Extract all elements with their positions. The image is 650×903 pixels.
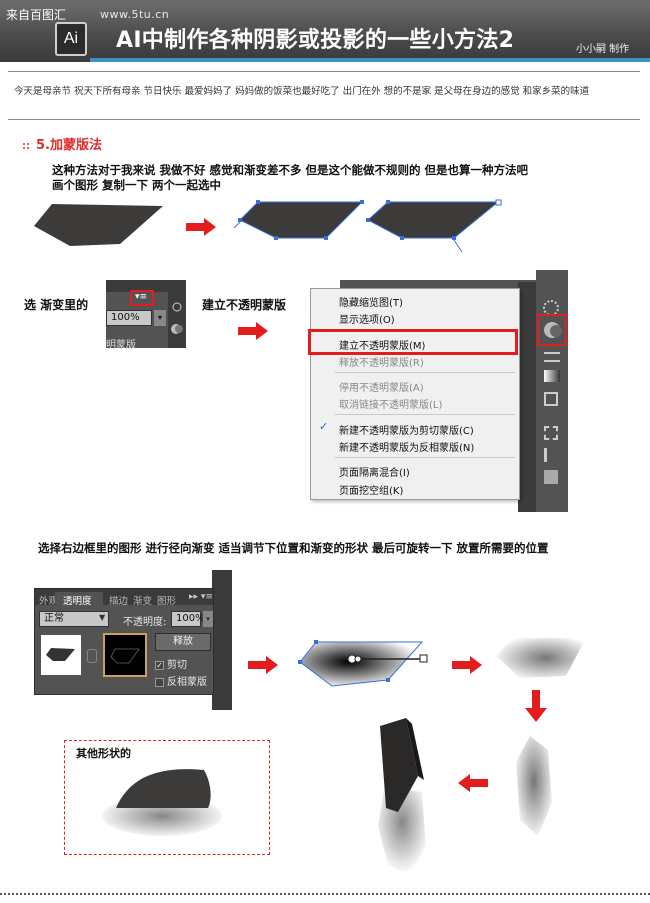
release-button[interactable]: 释放 <box>155 633 211 651</box>
tool-icon-strip <box>536 270 568 512</box>
other-shape-example <box>102 769 222 836</box>
mini-panel: ▾≡ 100% ▾ 明蒙版 <box>106 280 186 351</box>
original-shape <box>34 204 163 246</box>
watermark-text: 来自百图汇 <box>6 8 67 22</box>
menu-item-page-isolate-blending[interactable]: 页面隔离混合(I) <box>339 468 410 479</box>
ai-logo-icon: Ai <box>55 22 87 56</box>
right-arrow-icon <box>452 656 482 674</box>
radial-gradient-shape <box>298 640 428 687</box>
menu-item-new-mask-clipping[interactable]: 新建不透明蒙版为剪切蒙版(C) <box>339 426 474 437</box>
chevron-down-icon[interactable]: ▾ <box>203 611 213 627</box>
tab-graphic[interactable]: 图形 <box>157 596 177 607</box>
menu-highlight-box <box>308 329 518 355</box>
gradient-icon[interactable] <box>544 370 560 382</box>
menu-item-new-mask-inverted[interactable]: 新建不透明蒙版为反相蒙版(N) <box>339 443 475 454</box>
transparency-icon-highlight[interactable] <box>537 314 567 346</box>
other-shapes-box <box>64 740 270 855</box>
blend-mode-select[interactable]: 正常 <box>39 611 109 627</box>
mini-opacity-field[interactable]: 100% <box>106 310 152 326</box>
duplicated-shapes-selected <box>233 199 502 253</box>
tab-transparency[interactable]: 透明度 <box>63 596 92 607</box>
soft-shadow-shape <box>496 638 586 678</box>
checkbox-unchecked-icon <box>155 677 164 687</box>
menu-item-show-options[interactable]: 显示选项(O) <box>339 315 395 326</box>
checkbox-checked-icon: ✓ <box>155 660 164 670</box>
rotated-shadow-shape <box>516 736 552 836</box>
step2-label-mid: 建立不透明蒙版 <box>202 298 287 312</box>
menu-item-make-opacity-mask[interactable]: 建立不透明蒙版(M) <box>339 341 426 352</box>
divider <box>8 119 640 120</box>
layers-icon[interactable] <box>544 392 558 406</box>
menu-item-page-knockout-group[interactable]: 页面挖空组(K) <box>339 486 404 497</box>
right-arrow-icon <box>248 656 278 674</box>
divider <box>8 71 640 72</box>
site-url: www.5tu.cn <box>100 8 170 21</box>
bottom-divider <box>0 893 650 896</box>
left-arrow-icon <box>458 774 488 792</box>
step2-label-left: 选 渐变里的 <box>24 298 89 312</box>
final-shape-with-shadow <box>378 718 426 874</box>
panel-menu-button-highlight[interactable]: ▾≡ <box>130 290 154 306</box>
other-shapes-label: 其他形状的 <box>76 747 131 760</box>
pathfinder-icon[interactable] <box>544 470 558 484</box>
transform-icon[interactable] <box>544 426 558 440</box>
chevron-down-icon[interactable]: ▼ <box>99 613 106 622</box>
tab-gradient[interactable]: 渐变 <box>133 596 153 607</box>
panel-menu-icon: ▾≡ <box>135 292 148 302</box>
menu-separator <box>335 414 515 415</box>
down-arrow-icon <box>525 690 547 722</box>
transparency-icon[interactable] <box>170 322 184 336</box>
checkmark-icon: ✓ <box>319 420 329 433</box>
right-arrow-icon <box>186 218 216 236</box>
clip-label: 剪切 <box>167 660 187 671</box>
section-title: 5.加蒙版法 <box>22 134 102 153</box>
menu-separator <box>335 457 515 458</box>
tab-appearance[interactable]: 外观 <box>39 596 59 607</box>
link-icon[interactable] <box>87 649 97 663</box>
bullet-dots-icon <box>22 141 30 150</box>
mask-thumbnail[interactable] <box>103 633 147 677</box>
greeting-text: 今天是母亲节 祝天下所有母亲 节日快乐 最爱妈妈了 妈妈做的饭菜也最好吃了 出门… <box>14 86 590 97</box>
menu-separator <box>335 372 515 373</box>
section-desc-line1: 这种方法对于我来说 我做不好 感觉和渐变差不多 但是这个能做不规则的 但是也算一… <box>52 163 529 177</box>
section-desc-line2: 画个图形 复制一下 两个一起选中 <box>52 178 222 192</box>
panel-edge <box>212 570 232 710</box>
menu-item-unlink-opacity-mask[interactable]: 取消链接不透明蒙版(L) <box>339 400 443 411</box>
panel-menu-icon[interactable]: ▸▸ ▾≡ <box>189 592 213 602</box>
opacity-input[interactable]: 100% <box>171 611 205 627</box>
transparency-panel: 外观 透明度 描边 渐变 图形 ▸▸ ▾≡ 正常 ▼ 不透明度: 100% ▾ … <box>34 588 214 695</box>
panel-scrollbar[interactable] <box>518 282 536 512</box>
right-arrow-icon <box>238 322 268 340</box>
step3-desc: 选择右边框里的图形 进行径向渐变 适当调节下位置和渐变的形状 最后可旋转一下 放… <box>38 541 549 555</box>
object-thumbnail[interactable] <box>41 635 81 675</box>
context-menu: 隐藏缩览图(T) 显示选项(O) 建立不透明蒙版(M) 释放不透明蒙版(R) 停… <box>310 288 520 500</box>
tab-stroke[interactable]: 描边 <box>109 596 129 607</box>
sun-icon[interactable] <box>170 300 184 314</box>
section-title-text: 5.加蒙版法 <box>36 138 102 153</box>
align-icon[interactable] <box>544 448 558 462</box>
header-accent-bar <box>90 58 650 62</box>
chevron-down-icon[interactable]: ▾ <box>154 310 166 326</box>
invert-mask-label: 反相蒙版 <box>167 677 207 688</box>
opacity-label: 不透明度: <box>123 617 167 628</box>
clip-checkbox[interactable]: ✓剪切 <box>155 656 187 671</box>
author-credit: 小小嗣 制作 <box>576 44 630 55</box>
menu-item-disable-opacity-mask[interactable]: 停用不透明蒙版(A) <box>339 383 424 394</box>
stroke-icon[interactable] <box>544 352 560 362</box>
page-title: AI中制作各种阴影或投影的一些小方法2 <box>116 28 515 53</box>
invert-mask-checkbox[interactable]: 反相蒙版 <box>155 673 207 688</box>
menu-item-hide-thumbnails[interactable]: 隐藏缩览图(T) <box>339 298 403 309</box>
menu-item-release-opacity-mask[interactable]: 释放不透明蒙版(R) <box>339 358 424 369</box>
mini-panel-text: 明蒙版 <box>106 340 136 351</box>
header-banner: 来自百图汇 www.5tu.cn Ai AI中制作各种阴影或投影的一些小方法2 … <box>0 0 650 62</box>
